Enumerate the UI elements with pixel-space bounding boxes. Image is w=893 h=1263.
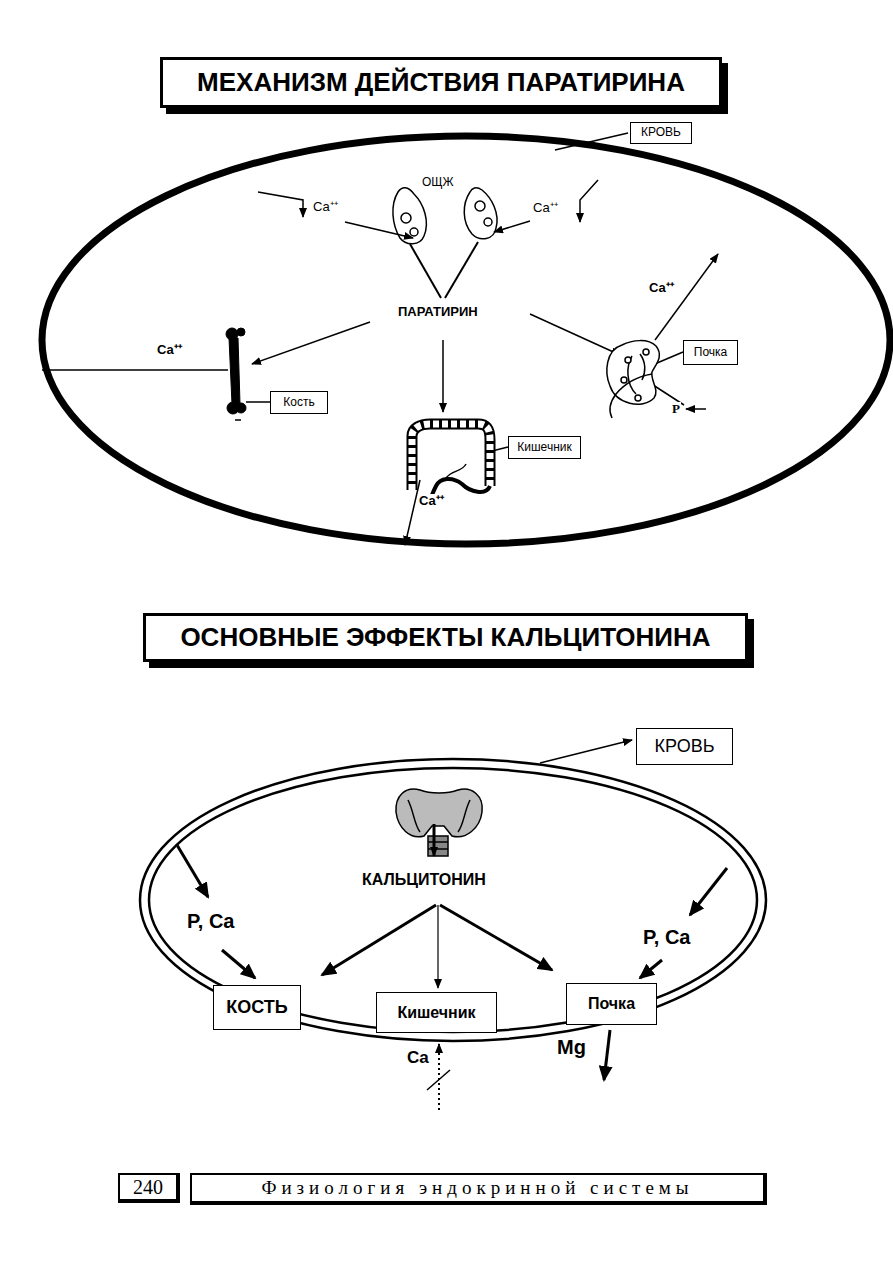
ion-label: Ca⁺⁺ [418, 494, 445, 508]
organ-label-box: Почка [683, 340, 738, 365]
box-text: Физиология эндокринной системы [261, 1178, 693, 1199]
organ-label-box: Кишечник [508, 436, 581, 459]
box-text: 240 [133, 1176, 163, 1198]
ion-label: Mg [556, 1036, 587, 1058]
title-box: ОСНОВНЫЕ ЭФФЕКТЫ КАЛЬЦИТОНИНА [143, 613, 748, 662]
title-box: МЕХАНИЗМ ДЕЙСТВИЯ ПАРАТИРИНА [160, 57, 722, 108]
box-text: ОСНОВНЫЕ ЭФФЕКТЫ КАЛЬЦИТОНИНА [180, 623, 710, 652]
blood-ellipse [42, 136, 890, 544]
organ-label-box: Почка [566, 983, 657, 1025]
ion-label: P, Ca [186, 910, 235, 932]
hormone-label: ПАРАТИРИН [397, 305, 479, 319]
blood-ellipse [140, 759, 766, 1041]
organ-label-box: Кишечник [376, 992, 497, 1033]
box-text: КРОВЬ [641, 126, 681, 139]
ion-label: Ca⁺⁺ [312, 200, 339, 214]
blood-label-box: КРОВЬ [630, 122, 692, 144]
blood-label-box: КРОВЬ [636, 728, 733, 765]
leader-line [555, 133, 628, 150]
box-text: Кишечник [397, 1004, 475, 1022]
hormone-label: КАЛЬЦИТОНИН [361, 871, 487, 889]
running-title-box: Физиология эндокринной системы [190, 1173, 767, 1205]
organ-label-box: КОСТЬ [213, 985, 301, 1030]
box-text: КОСТЬ [226, 998, 287, 1018]
box-text: Почка [588, 995, 635, 1013]
ion-label: Ca⁺⁺ [156, 343, 183, 357]
ion-label: Ca⁺⁺ [532, 201, 559, 215]
ion-label: P [671, 402, 681, 416]
ion-label: P, Ca [642, 926, 691, 948]
ion-label: Ca [406, 1049, 430, 1068]
box-text: КРОВЬ [655, 737, 715, 757]
organ-label-box: Кость [270, 391, 328, 414]
box-text: Почка [694, 346, 727, 359]
thyroid-gland [396, 789, 482, 856]
ion-label: Ca⁺⁺ [648, 281, 675, 295]
parathyroid-gland [393, 188, 497, 244]
box-text: Кость [283, 396, 314, 409]
box-text: Кишечник [517, 441, 571, 454]
gland-label: ОЩЖ [421, 176, 455, 189]
bone [226, 328, 246, 420]
page-number-box: 240 [118, 1173, 180, 1203]
blood-ellipse [149, 768, 757, 1032]
kidney [607, 341, 660, 418]
box-text: МЕХАНИЗМ ДЕЙСТВИЯ ПАРАТИРИНА [197, 68, 685, 97]
